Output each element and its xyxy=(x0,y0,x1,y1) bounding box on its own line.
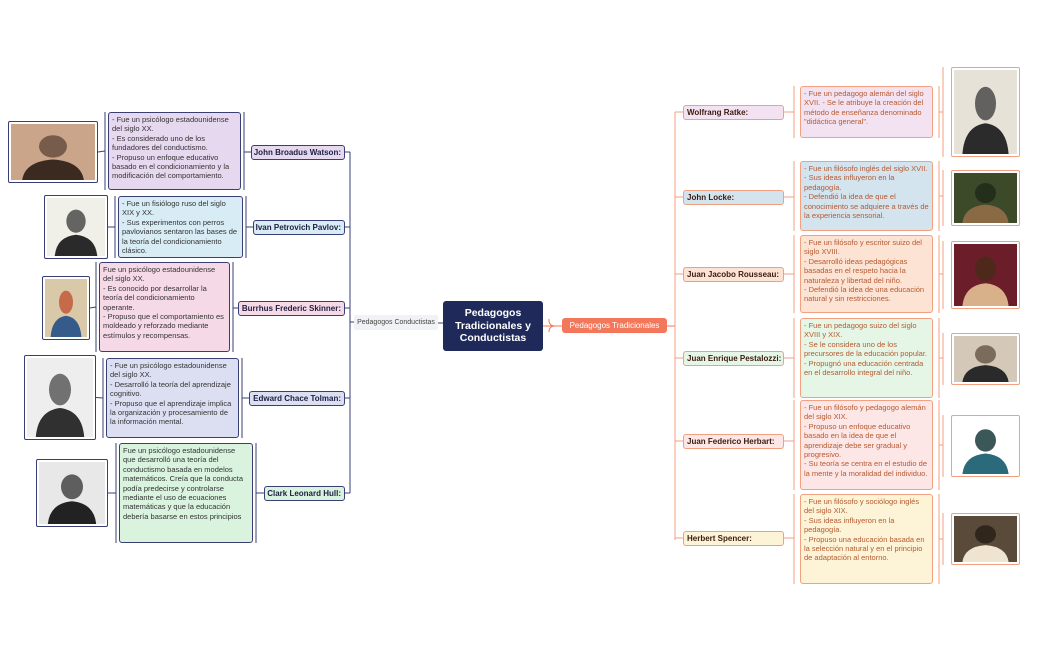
portrait-watson xyxy=(8,121,98,183)
topic-pavlov[interactable]: Ivan Petrovich Pavlov: xyxy=(253,220,345,235)
desc-rousseau: - Fue un filósofo y escritor suizo del s… xyxy=(800,235,933,313)
topic-watson[interactable]: John Broadus Watson: xyxy=(251,145,345,160)
desc-pavlov: - Fue un fisiólogo ruso del siglo XIX y … xyxy=(118,196,243,258)
person-portrait-icon xyxy=(954,70,1017,154)
topic-skinner[interactable]: Burrhus Frederic Skinner: xyxy=(238,301,345,316)
connector-line xyxy=(95,397,104,399)
person-portrait-icon xyxy=(45,279,87,337)
person-portrait-icon xyxy=(954,336,1017,382)
topic-herbart[interactable]: Juan Federico Herbart: xyxy=(683,434,784,449)
portrait-tolman xyxy=(24,355,96,440)
desc-tolman: - Fue un psicólogo estadounidense del si… xyxy=(106,358,239,438)
connector-line xyxy=(97,150,106,153)
portrait-pavlov xyxy=(44,195,108,259)
desc-spencer: - Fue un filósofo y sociólogo inglés del… xyxy=(800,494,933,584)
desc-skinner: Fue un psicólogo estadounidense del sigl… xyxy=(99,262,230,352)
person-portrait-icon xyxy=(954,244,1017,306)
person-portrait-icon xyxy=(27,358,93,437)
connector-line xyxy=(89,306,97,309)
portrait-herbart xyxy=(951,415,1020,477)
portrait-hull xyxy=(36,459,108,527)
desc-locke: - Fue un filósofo inglés del siglo XVII.… xyxy=(800,161,933,231)
topic-ratke[interactable]: Wolfrang Ratke: xyxy=(683,105,784,120)
person-portrait-icon xyxy=(954,516,1017,562)
portrait-locke xyxy=(951,170,1020,226)
portrait-ratke xyxy=(951,67,1020,157)
topic-pestalozzi[interactable]: Juan Enrique Pestalozzi: xyxy=(683,351,784,366)
person-portrait-icon xyxy=(11,124,95,180)
branch-tradicionales[interactable]: Pedagogos Tradicionales xyxy=(562,318,667,333)
desc-watson: - Fue un psicólogo estadounidense del si… xyxy=(108,112,241,190)
central-topic[interactable]: Pedagogos Tradicionales y Conductistas xyxy=(443,301,543,351)
desc-ratke: - Fue un pedagogo alemán del siglo XVII.… xyxy=(800,86,933,138)
portrait-pestalozzi xyxy=(951,333,1020,385)
topic-tolman[interactable]: Edward Chace Tolman: xyxy=(249,391,345,406)
portrait-skinner xyxy=(42,276,90,340)
person-portrait-icon xyxy=(954,173,1017,223)
topic-hull[interactable]: Clark Leonard Hull: xyxy=(264,486,345,501)
person-portrait-icon xyxy=(954,418,1017,474)
person-portrait-icon xyxy=(39,462,105,524)
topic-locke[interactable]: John Locke: xyxy=(683,190,784,205)
branch-conductistas[interactable]: Pedagogos Conductistas xyxy=(354,315,438,330)
desc-hull: Fue un psicólogo estadounidense que desa… xyxy=(119,443,253,543)
topic-rousseau[interactable]: Juan Jacobo Rousseau: xyxy=(683,267,784,282)
desc-pestalozzi: - Fue un pedagogo suizo del siglo XVIII … xyxy=(800,318,933,398)
portrait-rousseau xyxy=(951,241,1020,309)
desc-herbart: - Fue un filósofo y pedagogo alemán del … xyxy=(800,400,933,490)
person-portrait-icon xyxy=(47,198,105,256)
portrait-spencer xyxy=(951,513,1020,565)
topic-spencer[interactable]: Herbert Spencer: xyxy=(683,531,784,546)
